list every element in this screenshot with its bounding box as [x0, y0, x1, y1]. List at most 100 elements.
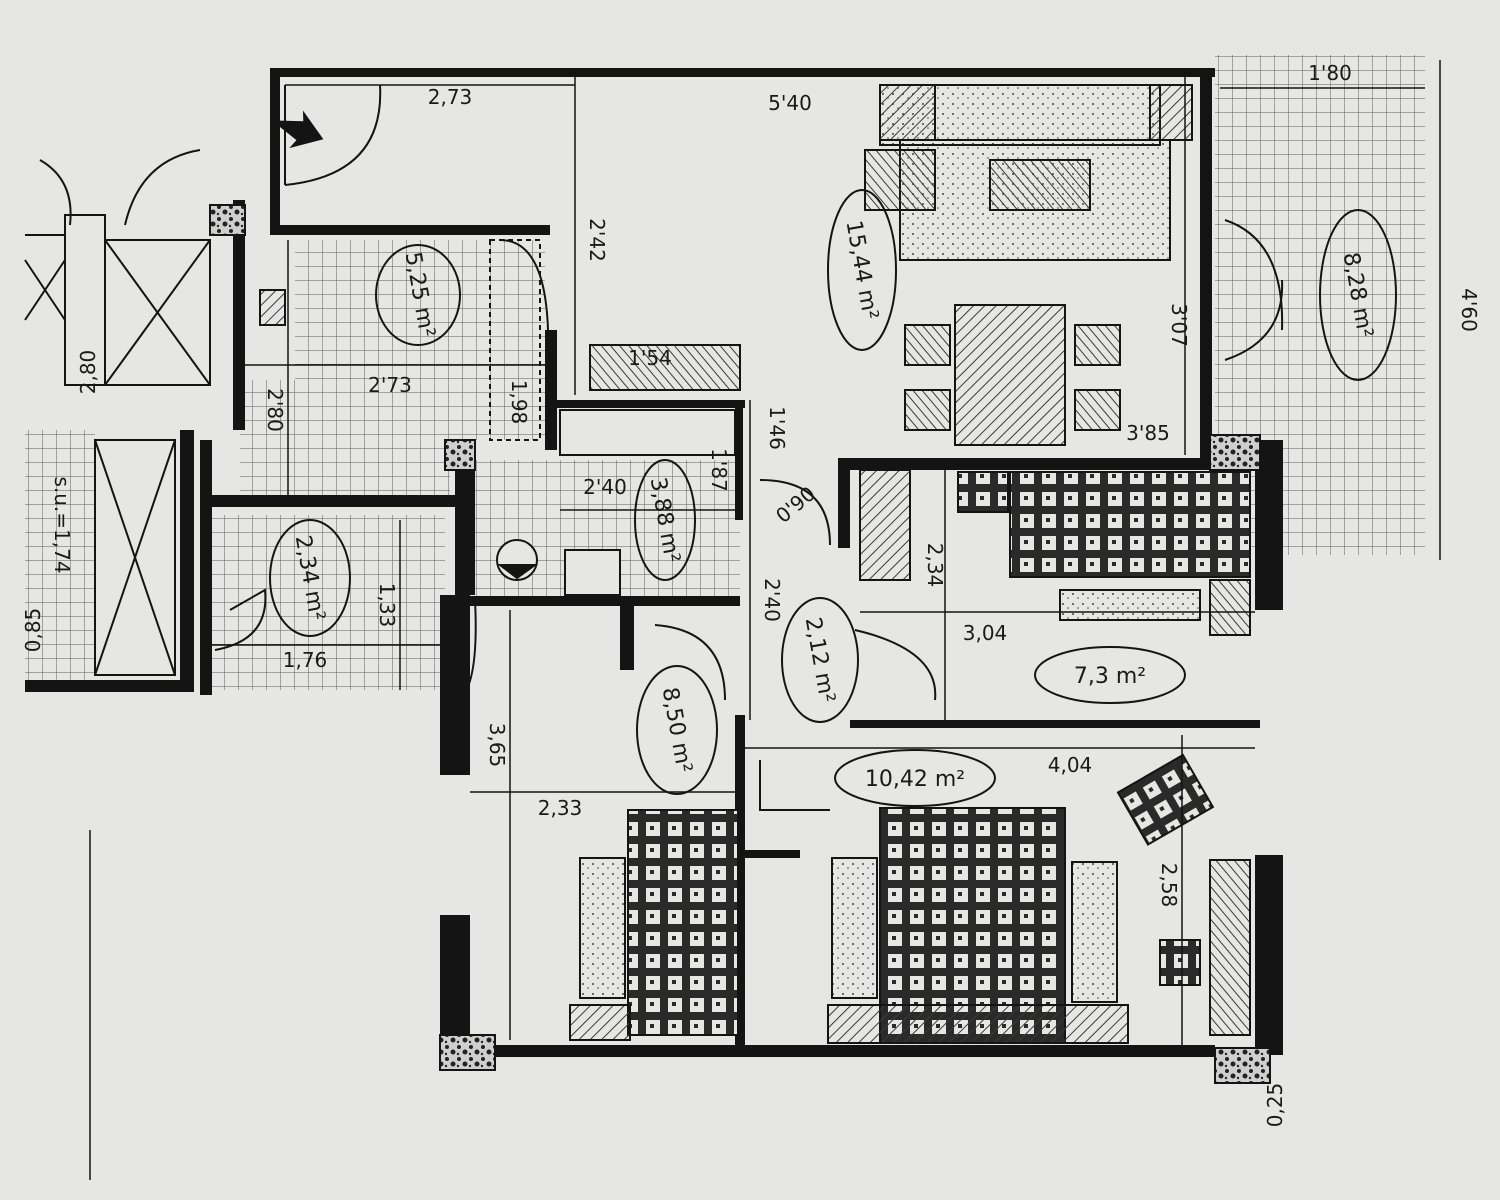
- dim-kitchen-depth: 2'80: [263, 388, 287, 432]
- bath-fixtures: [259, 239, 736, 596]
- bedroom-furniture: [569, 469, 1251, 1044]
- toilet-tiles: [210, 515, 445, 690]
- dim-living-width-lower: 3'85: [1126, 421, 1170, 445]
- bath-top-wall: [545, 400, 745, 408]
- chair: [904, 389, 951, 431]
- single-bed-left-wall: [440, 915, 470, 1035]
- sofa-arm: [879, 84, 936, 141]
- dim-entry-width: 2,73: [428, 85, 473, 109]
- doors: [214, 84, 1284, 811]
- east-wall-lower: [1255, 855, 1283, 1055]
- armchair-bed: [1116, 753, 1215, 846]
- dim-bath-width: 2'40: [583, 475, 627, 499]
- column: [209, 204, 246, 236]
- dimension-labels: 2,73 5'40 1'80 4'60 2'42 3'07 3'85 2'73 …: [21, 61, 1481, 1127]
- kitchen-unit: [489, 239, 541, 441]
- single-bed: [627, 809, 739, 1036]
- main-rug-left: [831, 857, 878, 999]
- entry-wall-left: [270, 68, 280, 228]
- inner-wall-b: [735, 715, 745, 1055]
- dim-stair-left-a: 2,80: [76, 350, 100, 395]
- dim-single-bed-depth: 3,65: [485, 723, 509, 768]
- kitchen-top-wall: [270, 225, 550, 235]
- dim-bath-depth-b: 1'46: [765, 406, 789, 450]
- small-bed-top-wall: [840, 458, 1220, 470]
- dim-small-bed-width: 3,04: [963, 621, 1008, 645]
- dim-stair-left-b: 0,85: [21, 608, 45, 653]
- kitchen-right-wall: [545, 330, 557, 450]
- dim-stair-label: s.u.=1,74: [50, 476, 74, 573]
- dining-table: [954, 304, 1066, 446]
- small-bed-left-wall: [838, 458, 850, 548]
- toilet-top-wall: [200, 495, 460, 507]
- lower-left-wall: [25, 680, 180, 692]
- dim-living-width: 5'40: [768, 91, 812, 115]
- chair: [1074, 389, 1121, 431]
- dim-living-depth: 3'07: [1167, 303, 1191, 347]
- small-bed: [1009, 471, 1251, 578]
- dim-small-bed-depth: 2,34: [923, 543, 947, 588]
- small-desk: [1209, 579, 1251, 636]
- nightstand: [1159, 939, 1201, 986]
- living-furniture: [589, 84, 1193, 446]
- dim-kitchen-width: 2'73: [368, 373, 412, 397]
- dim-main-bed-depth: 2,58: [1157, 863, 1181, 908]
- dim-single-bed-width: 2,33: [538, 796, 583, 820]
- dim-terrace-width: 1'80: [1308, 61, 1352, 85]
- living-east-wall: [1200, 68, 1212, 468]
- counter: [589, 344, 741, 391]
- dim-toilet-width: 1,76: [283, 648, 328, 672]
- column: [1209, 434, 1261, 471]
- bathtub: [559, 409, 736, 456]
- small-bed-rug: [1059, 589, 1201, 621]
- stub-wall-2: [740, 850, 800, 858]
- small-bed-pillow: [957, 471, 1009, 513]
- small-wardrobe: [859, 469, 911, 581]
- south-wall: [495, 1045, 1215, 1057]
- toilet-left-wall: [200, 440, 212, 695]
- north-wall: [270, 68, 1215, 77]
- chair: [904, 324, 951, 366]
- entry-arrow-icon: [271, 110, 324, 149]
- kitchen-left-wall: [233, 200, 245, 430]
- small-bed-bottom-wall: [850, 720, 1260, 728]
- armchair: [864, 149, 936, 211]
- corridor-wall: [440, 595, 470, 775]
- area-bedroom-small: 7,3 m²: [1074, 664, 1146, 689]
- dim-hall-length: 2'40: [760, 578, 784, 622]
- stove-icon: [259, 289, 286, 326]
- dimension-lines: [89, 60, 1441, 1180]
- single-wardrobe: [569, 1004, 631, 1041]
- area-bedroom-main: 10,42 m²: [865, 767, 965, 792]
- stub-wall: [620, 600, 634, 670]
- dresser: [1209, 859, 1251, 1036]
- single-bed-rug: [579, 857, 626, 999]
- stair-right-wall: [180, 430, 194, 692]
- area-living: 15,44 m²: [840, 219, 882, 322]
- bath-left-wall: [455, 445, 475, 595]
- kitchen-lower-tiles: [240, 380, 450, 495]
- stair-tiles: [25, 430, 95, 680]
- dim-kitchen-small: 1,98: [507, 380, 531, 425]
- sink: [564, 549, 621, 596]
- main-wardrobe: [827, 1004, 1129, 1044]
- stair-core: [24, 149, 211, 676]
- columns: [209, 204, 1271, 1084]
- area-bedroom-single: 8,50 m²: [657, 685, 697, 774]
- column: [439, 1034, 496, 1071]
- chair: [1074, 324, 1121, 366]
- dim-terrace-depth: 4'60: [1457, 288, 1481, 332]
- dim-toilet-depth: 1,33: [375, 583, 399, 628]
- main-rug-right: [1071, 861, 1118, 1003]
- dim-bath-depth-a: 1'87: [707, 448, 731, 492]
- area-hall: 2,12 m²: [800, 615, 840, 704]
- dim-main-bed-width: 4,04: [1048, 753, 1093, 777]
- column: [444, 439, 476, 471]
- inner-wall-a: [735, 400, 743, 520]
- double-bed: [879, 807, 1066, 1044]
- dim-door-gap: 0'90: [771, 481, 820, 527]
- bath-bottom-wall: [470, 596, 740, 606]
- coffee-table: [989, 159, 1091, 211]
- dim-counter: 1'54: [628, 346, 672, 370]
